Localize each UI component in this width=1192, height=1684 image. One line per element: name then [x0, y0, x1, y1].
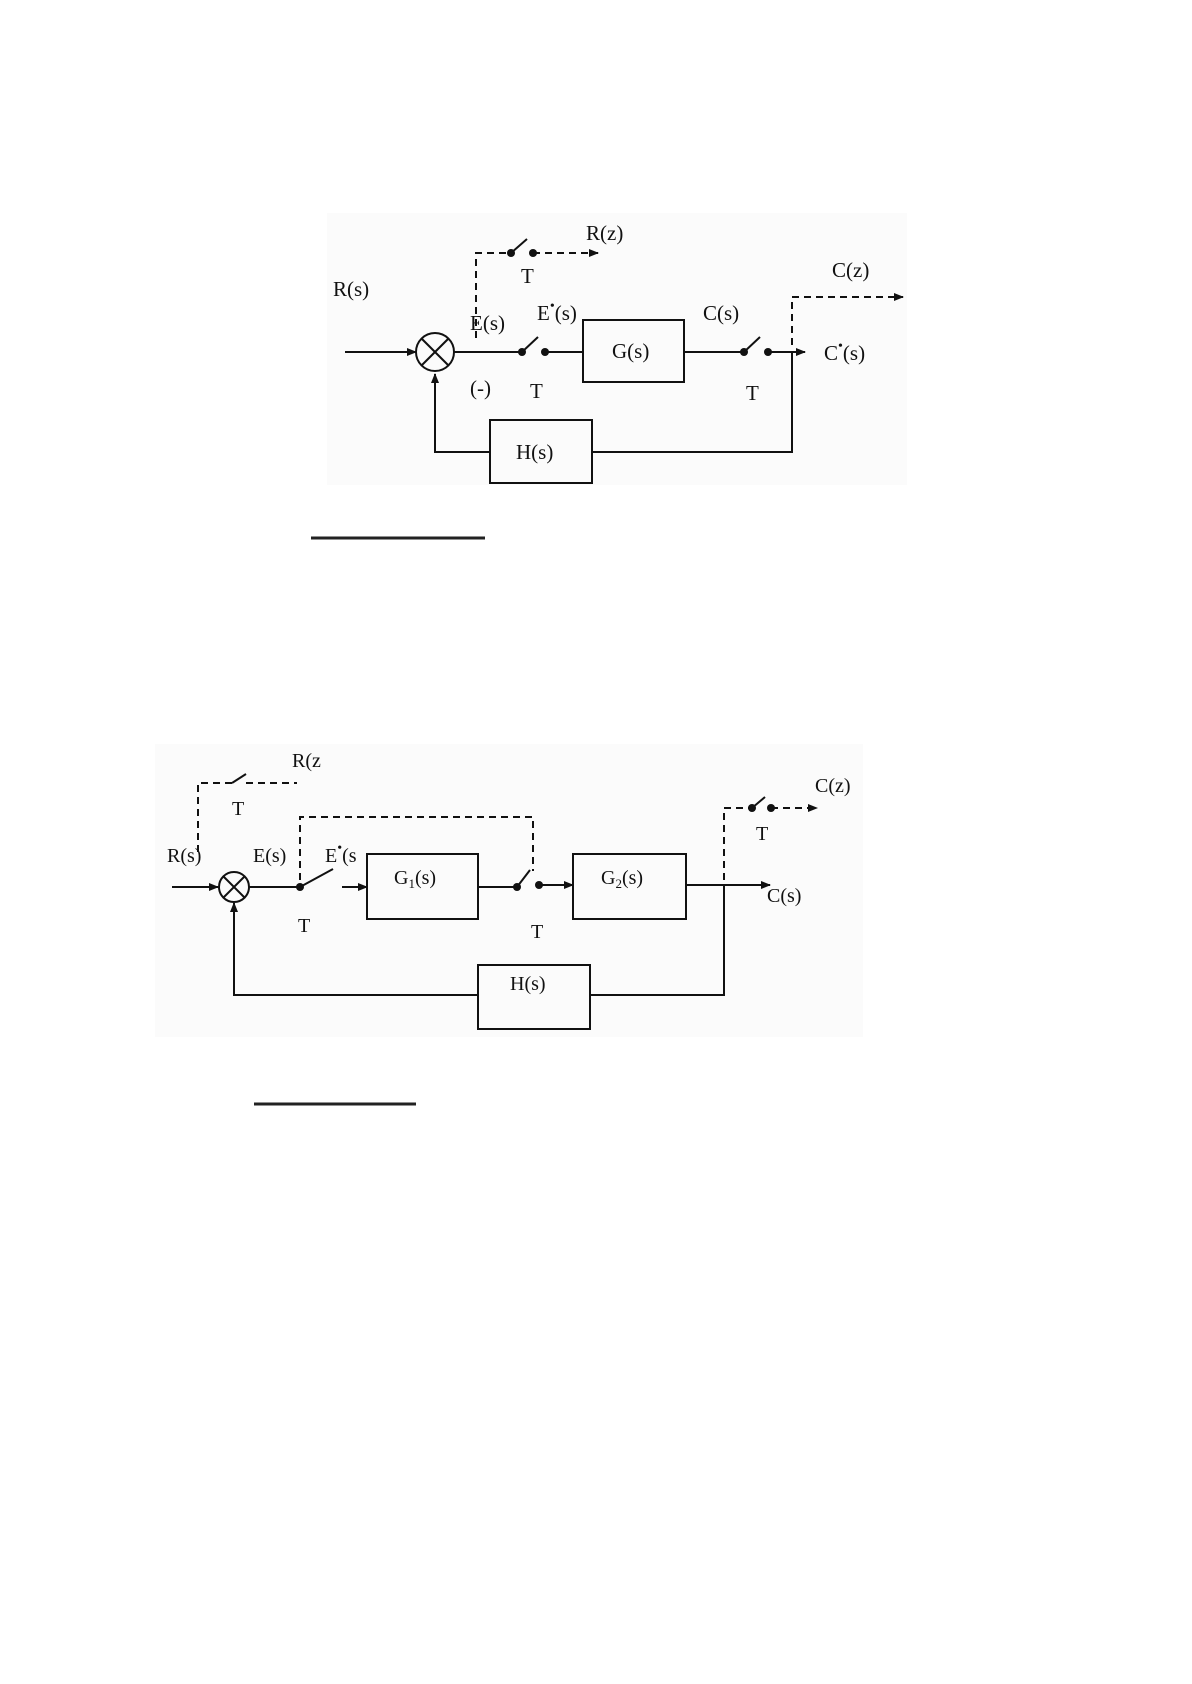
diagram-2-sampled-feedback-system: R(s) E(s) T E•(s G1(s) T G2	[155, 744, 863, 1037]
output-sampler-period-label: T	[746, 381, 759, 405]
r-z-sampler-period-label: T	[521, 264, 534, 288]
input-label: R(s)	[167, 845, 201, 867]
input-label: R(s)	[333, 277, 369, 301]
output-label: C(s)	[703, 301, 739, 325]
r-z-label: R(z)	[586, 221, 623, 245]
output-label: C(s)	[767, 885, 801, 907]
diagram-2-background	[155, 744, 863, 1037]
forward-block-label: G(s)	[612, 339, 649, 363]
r-z-sampler-period-label: T	[232, 798, 244, 820]
intermediate-sampler-period-label: T	[531, 921, 543, 943]
error-label: E(s)	[253, 845, 286, 867]
forward-block-g1-label: G1(s)	[394, 867, 436, 891]
sampler-period-label: T	[298, 915, 310, 937]
minus-sign: (-)	[470, 376, 491, 400]
sampler-period-label: T	[530, 379, 543, 403]
c-z-label: C(z)	[815, 775, 851, 797]
feedback-block-label: H(s)	[516, 440, 553, 464]
sampled-output-label: C•(s)	[824, 339, 865, 365]
r-z-label: R(z	[292, 750, 321, 772]
sampled-error-label: E•(s)	[537, 299, 577, 325]
feedback-block-label: H(s)	[510, 973, 546, 995]
forward-block-g2-label: G2(s)	[601, 867, 643, 891]
c-z-sampler-period-label: T	[756, 823, 768, 845]
diagram-1-sampled-feedback-system: R(s) (-) E(s) T E•(s) G(s) C(s)	[327, 213, 907, 485]
c-z-label: C(z)	[832, 258, 869, 282]
